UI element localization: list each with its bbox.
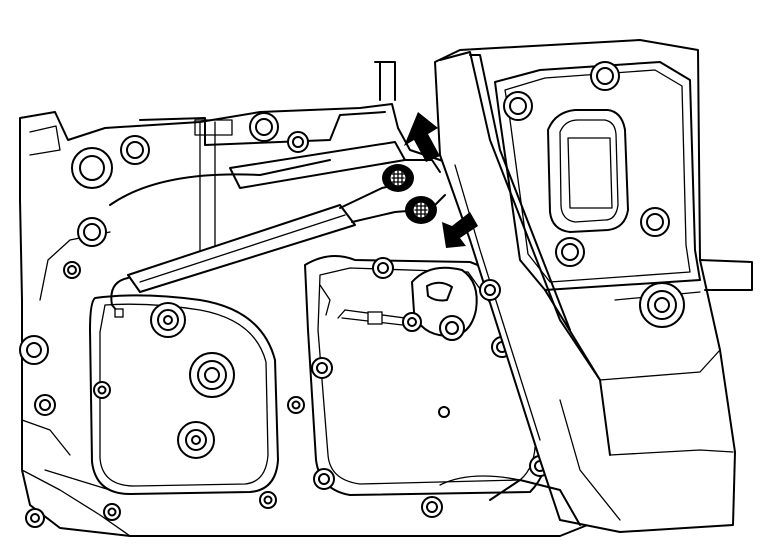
lower-connector	[405, 194, 446, 224]
upper-connector	[382, 159, 441, 192]
valve-body-cover	[374, 39, 753, 533]
pointer-arrow-icon	[442, 212, 478, 248]
left-edge-bosses	[19, 112, 309, 528]
lower-detail	[44, 399, 621, 526]
cover-plate-bolts	[93, 302, 305, 521]
position-switch	[337, 266, 478, 341]
wire-harness	[110, 181, 421, 318]
valve-body-bolts	[479, 61, 685, 328]
pointer-arrow-icon	[404, 112, 440, 162]
